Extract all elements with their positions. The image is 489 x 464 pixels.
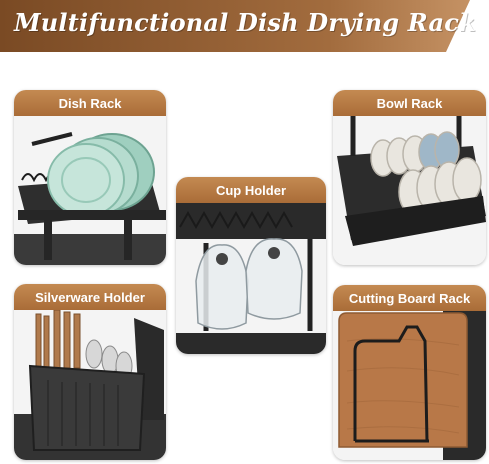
banner-background [0, 0, 489, 52]
panel-cutting-board-rack: Cutting Board Rack [333, 285, 486, 460]
panel-label-bowl-rack: Bowl Rack [333, 90, 486, 116]
panel-label-cutting-board-rack: Cutting Board Rack [333, 285, 486, 311]
panel-cup-holder: Cup Holder [176, 177, 326, 354]
panel-label-cup-holder: Cup Holder [176, 177, 326, 203]
banner-title: Multifunctional Dish Drying Rack [14, 8, 476, 37]
dish-rack-photo [14, 116, 166, 265]
cup-holder-photo [176, 203, 326, 354]
panel-label-silverware-holder: Silverware Holder [14, 284, 166, 310]
silverware-holder-photo [14, 310, 166, 460]
panel-bowl-rack: Bowl Rack [333, 90, 486, 265]
cutting-board-rack-photo [333, 311, 486, 460]
title-banner: Multifunctional Dish Drying Rack [0, 0, 489, 52]
panel-dish-rack: Dish Rack [14, 90, 166, 265]
panel-silverware-holder: Silverware Holder [14, 284, 166, 460]
panel-label-dish-rack: Dish Rack [14, 90, 166, 116]
bowl-rack-photo [333, 116, 486, 265]
